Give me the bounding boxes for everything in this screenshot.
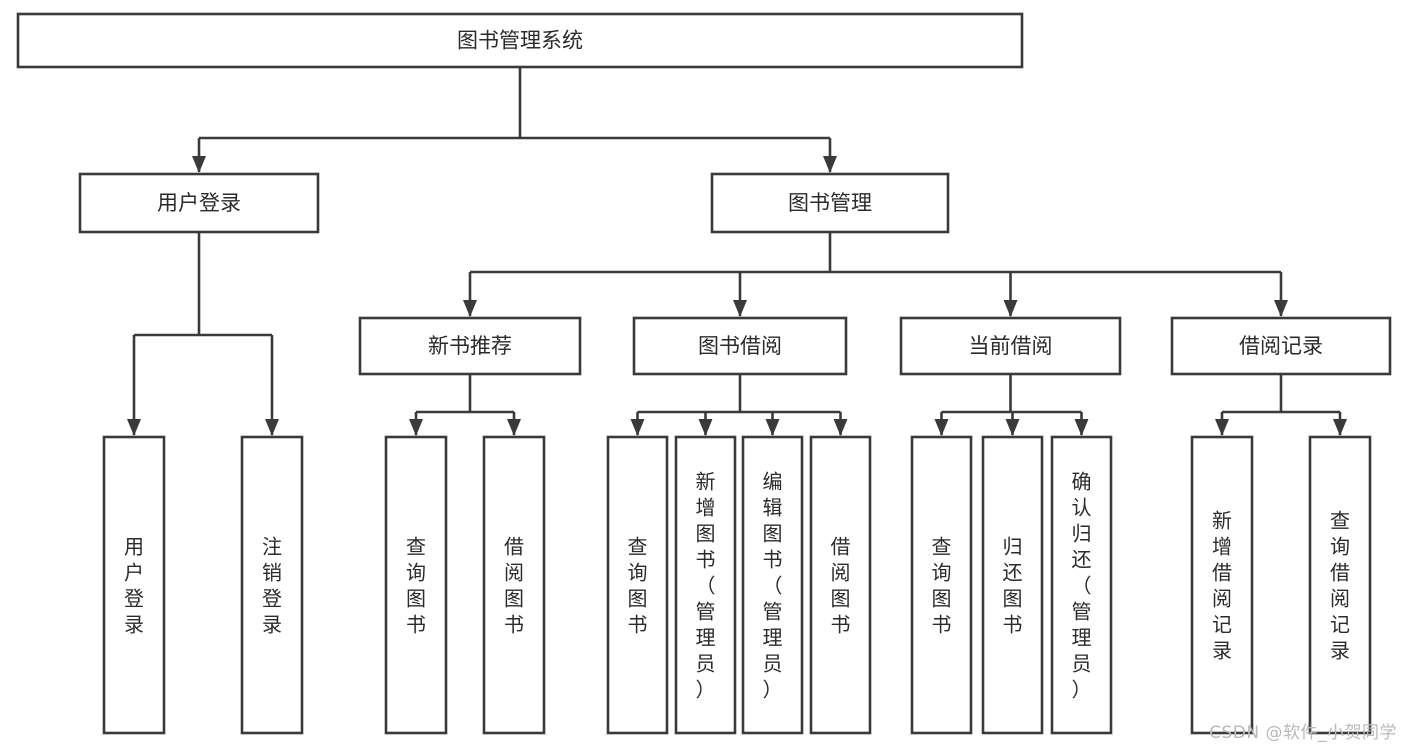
node-leaf-return-book-box	[981, 435, 1044, 735]
node-leaf-query-book-recommend-label: 查询图书	[406, 534, 426, 636]
node-leaf-add-borrow-record-box	[1190, 435, 1254, 735]
node-leaf-user-login-box	[102, 435, 166, 735]
node-leaf-logout-label: 注销登录	[262, 534, 282, 636]
node-new-book-recommend-label: 新书推荐	[428, 334, 512, 358]
node-leaf-borrow-book-box	[809, 435, 872, 735]
node-leaf-query-book-current-box	[910, 435, 973, 735]
node-root[interactable]: 图书管理系统	[16, 12, 1024, 69]
node-leaf-confirm-return-admin-label: 确认归还（管理员）	[1072, 469, 1092, 701]
node-leaf-confirm-return-admin-box	[1050, 435, 1113, 735]
node-leaf-query-borrow-record-label: 查询借阅记录	[1330, 508, 1350, 662]
node-leaf-borrow-book-label: 借阅图书	[831, 534, 851, 636]
node-leaf-edit-book-admin-box	[741, 435, 804, 735]
node-leaf-query-book-recommend-box	[384, 435, 448, 735]
node-user-login[interactable]: 用户登录	[78, 172, 320, 234]
node-leaf-user-login[interactable]: 用户登录	[102, 435, 166, 735]
node-book-borrow[interactable]: 图书借阅	[632, 316, 848, 376]
node-leaf-add-borrow-record-label: 新增借阅记录	[1212, 508, 1232, 662]
node-leaf-edit-book-admin[interactable]: 编辑图书（管理员）	[741, 435, 804, 735]
node-leaf-query-book-current[interactable]: 查询图书	[910, 435, 973, 735]
node-leaf-return-book[interactable]: 归还图书	[981, 435, 1044, 735]
node-leaf-query-borrow-record-box	[1308, 435, 1372, 735]
node-current-borrow[interactable]: 当前借阅	[899, 316, 1122, 376]
node-leaf-add-borrow-record[interactable]: 新增借阅记录	[1190, 435, 1254, 735]
node-leaf-add-book-admin[interactable]: 新增图书（管理员）	[674, 435, 737, 735]
node-current-borrow-label: 当前借阅	[969, 334, 1053, 358]
node-leaf-borrow-book-recommend-label: 借阅图书	[504, 534, 524, 636]
node-borrow-record-box	[1170, 316, 1392, 376]
node-leaf-confirm-return-admin[interactable]: 确认归还（管理员）	[1050, 435, 1113, 735]
node-current-borrow-box	[899, 316, 1122, 376]
node-root-box	[16, 12, 1024, 69]
node-leaf-edit-book-admin-label: 编辑图书（管理员）	[763, 469, 783, 701]
node-user-login-box	[78, 172, 320, 234]
node-leaf-logout[interactable]: 注销登录	[240, 435, 304, 735]
node-leaf-user-login-label: 用户登录	[124, 534, 144, 636]
node-leaf-borrow-book-recommend[interactable]: 借阅图书	[482, 435, 546, 735]
node-book-management[interactable]: 图书管理	[710, 172, 950, 234]
node-leaf-query-book-borrow-box	[606, 435, 669, 735]
node-leaf-query-book-current-label: 查询图书	[932, 534, 952, 636]
node-leaf-borrow-book-recommend-box	[482, 435, 546, 735]
node-leaf-return-book-label: 归还图书	[1003, 534, 1023, 636]
node-borrow-record[interactable]: 借阅记录	[1170, 316, 1392, 376]
node-root-label: 图书管理系统	[457, 29, 583, 53]
node-leaf-query-borrow-record[interactable]: 查询借阅记录	[1308, 435, 1372, 735]
node-book-management-label: 图书管理	[788, 191, 872, 215]
node-book-borrow-label: 图书借阅	[698, 334, 782, 358]
node-leaf-borrow-book[interactable]: 借阅图书	[809, 435, 872, 735]
node-new-book-recommend-box	[358, 316, 582, 376]
node-leaf-add-book-admin-box	[674, 435, 737, 735]
node-new-book-recommend[interactable]: 新书推荐	[358, 316, 582, 376]
node-user-login-label: 用户登录	[157, 191, 241, 215]
node-book-borrow-box	[632, 316, 848, 376]
node-leaf-add-book-admin-label: 新增图书（管理员）	[696, 469, 716, 701]
node-book-management-box	[710, 172, 950, 234]
node-leaf-query-book-borrow-label: 查询图书	[628, 534, 648, 636]
node-leaf-query-book-borrow[interactable]: 查询图书	[606, 435, 669, 735]
csdn-watermark: CSDN @软件_小贺同学	[1209, 723, 1397, 743]
node-leaf-query-book-recommend[interactable]: 查询图书	[384, 435, 448, 735]
node-borrow-record-label: 借阅记录	[1239, 334, 1323, 358]
node-leaf-logout-box	[240, 435, 304, 735]
